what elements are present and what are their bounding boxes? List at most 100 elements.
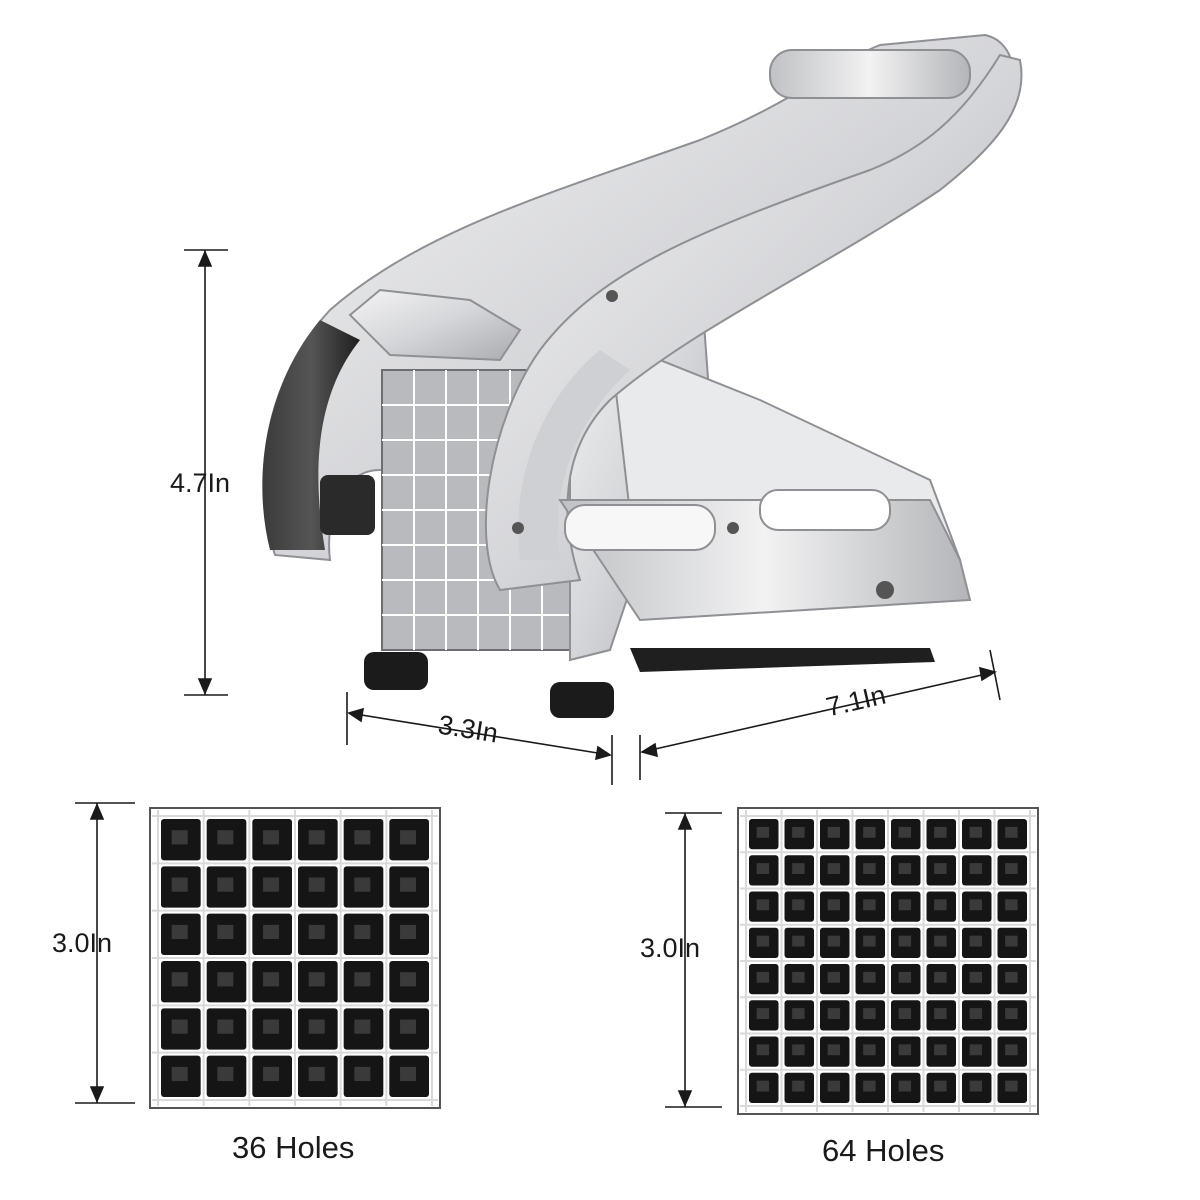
handle-bar xyxy=(769,49,971,99)
blade-grid xyxy=(740,810,1036,1112)
blade-hole-shade xyxy=(1005,971,1018,983)
blade-hole-shade xyxy=(969,863,983,874)
blade-1-size-label: 3.0In xyxy=(52,928,113,958)
blade-64-holes xyxy=(737,807,1039,1115)
blade-hole-shade xyxy=(934,1080,947,1092)
blade-hole-shade xyxy=(792,971,805,983)
blade-hole-shade xyxy=(308,924,325,940)
blade-hole-shade xyxy=(263,1019,280,1034)
blade-hole-shade xyxy=(263,924,280,940)
blade-hole-shade xyxy=(934,935,947,947)
blade-2-caption: 64 Holes xyxy=(822,1133,945,1168)
blade-hole-shade xyxy=(863,971,876,983)
blade-hole-shade xyxy=(1005,863,1018,874)
blade-hole-shade xyxy=(217,830,234,845)
pusher xyxy=(348,288,522,362)
blade-hole-shade xyxy=(354,1066,371,1082)
blade-hole-shade xyxy=(263,1066,280,1082)
blade-hole-shade xyxy=(969,899,983,911)
rubber-foot xyxy=(364,652,428,690)
blade-hole-shade xyxy=(969,826,983,838)
blade-hole-shade xyxy=(827,826,841,838)
rivet xyxy=(876,581,894,599)
rivet xyxy=(727,522,739,534)
blade-hole-shade xyxy=(898,863,912,874)
blade-hole-shade xyxy=(863,1044,876,1056)
blade-hole-shade xyxy=(217,972,234,987)
blade-hole-shade xyxy=(898,935,912,947)
blade-hole-shade xyxy=(827,1080,841,1092)
blade-hole-shade xyxy=(827,1008,841,1019)
blade-hole-shade xyxy=(792,1008,805,1019)
blade-hole-shade xyxy=(263,830,280,845)
blade-hole-shade xyxy=(171,924,188,940)
blade-hole-shade xyxy=(934,1008,947,1019)
blade-hole-shade xyxy=(171,1019,188,1034)
blade-hole-shade xyxy=(400,1066,417,1082)
blade-hole-shade xyxy=(934,1044,947,1056)
blade-hole-shade xyxy=(792,863,805,874)
blade-hole-shade xyxy=(863,1008,876,1019)
blade-hole-shade xyxy=(217,1019,234,1034)
blade-hole-shade xyxy=(792,899,805,911)
blade-hole-shade xyxy=(171,972,188,987)
blade-hole-shade xyxy=(898,971,912,983)
blade-hole-shade xyxy=(792,935,805,947)
suction-base xyxy=(630,648,935,672)
blade-hole-shade xyxy=(934,899,947,911)
blade-hole-shade xyxy=(934,863,947,874)
blade-hole-shade xyxy=(171,877,188,892)
blade-hole-shade xyxy=(827,935,841,947)
blade-hole-shade xyxy=(969,1044,983,1056)
blade-hole-shade xyxy=(863,899,876,911)
blade-hole-shade xyxy=(171,830,188,845)
blade-hole-shade xyxy=(400,830,417,845)
blade-hole-shade xyxy=(863,826,876,838)
fry-cutter-illustration xyxy=(262,33,1023,718)
blade-hole-shade xyxy=(863,1080,876,1092)
blade-hole-shade xyxy=(217,1066,234,1082)
blade-hole-shade xyxy=(400,972,417,987)
blade-hole-shade xyxy=(354,830,371,845)
blade-hole-shade xyxy=(1005,1044,1018,1056)
rail-slot-2 xyxy=(759,489,891,531)
blade-grid xyxy=(152,810,438,1106)
blade-hole-shade xyxy=(827,971,841,983)
blade-hole-shade xyxy=(863,935,876,947)
blade-hole-shade xyxy=(354,877,371,892)
blade-hole-shade xyxy=(934,826,947,838)
blade-hole-shade xyxy=(1005,935,1018,947)
blade-hole-shade xyxy=(354,972,371,987)
height-label: 4.7In xyxy=(170,468,231,498)
blade-hole-shade xyxy=(934,971,947,983)
blade-hole-shade xyxy=(756,899,770,911)
blade-hole-shade xyxy=(400,924,417,940)
front-handle xyxy=(484,53,1023,592)
front-handle-slot xyxy=(518,350,630,560)
rail-slot xyxy=(564,504,716,551)
rubber-foot xyxy=(550,682,614,718)
blade-hole-shade xyxy=(969,1008,983,1019)
blade-hole-shade xyxy=(308,1066,325,1082)
blade-hole-shade xyxy=(1005,1080,1018,1092)
stopper xyxy=(320,475,375,535)
blade-hole-shade xyxy=(217,924,234,940)
blade-hole-shade xyxy=(1005,826,1018,838)
blade-hole-shade xyxy=(898,1044,912,1056)
rivet xyxy=(512,522,524,534)
blade-hole-shade xyxy=(1005,899,1018,911)
blade-hole-shade xyxy=(792,826,805,838)
blade-hole-shade xyxy=(792,1044,805,1056)
blade-hole-shade xyxy=(1005,1008,1018,1019)
blade-hole-shade xyxy=(863,863,876,874)
blade-hole-shade xyxy=(400,877,417,892)
blade-hole-shade xyxy=(898,899,912,911)
blade-hole-shade xyxy=(969,971,983,983)
blade-hole-shade xyxy=(756,863,770,874)
blade-hole-shade xyxy=(308,877,325,892)
dimension-lines xyxy=(75,249,1001,1108)
blade-hole-shade xyxy=(898,1080,912,1092)
blade-hole-shade xyxy=(756,1080,770,1092)
